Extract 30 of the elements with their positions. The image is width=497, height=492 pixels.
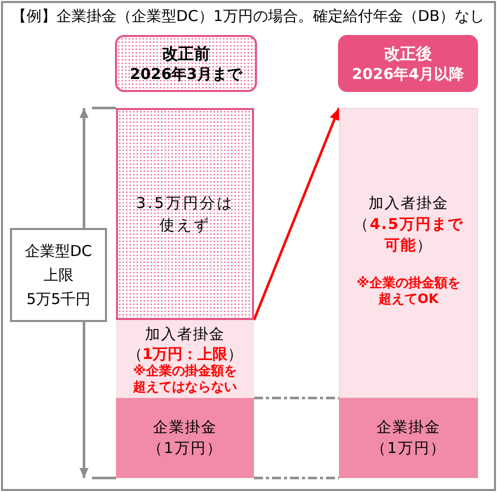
dash-dot-line — [254, 396, 339, 400]
limit-label-box — [10, 228, 107, 322]
title: 【例】企業掛金（企業型DC）1万円の場合。確定給付年金（DB）なし — [11, 6, 485, 26]
header-title: 改正前 — [162, 43, 210, 64]
dash-dot-line — [254, 476, 339, 480]
unused-amount-bar — [116, 108, 254, 320]
arrow — [252, 108, 340, 320]
limit-text: 上限 — [44, 265, 74, 286]
period-header-box — [338, 35, 478, 92]
amount-text: （1万円） — [371, 438, 446, 459]
period-text: 2026年4月以降 — [352, 64, 464, 84]
bar-label: 加入者掛金 — [145, 324, 225, 344]
amount-text: （4.5万円まで可能） — [352, 214, 464, 256]
period-text: 2026年3月まで — [130, 64, 242, 84]
note-text: ※企業の掛金額を超えてはならない — [132, 364, 238, 396]
bar-label: 加入者掛金 — [368, 192, 448, 214]
employer-contribution-bar — [339, 398, 478, 478]
period-header-box — [115, 35, 257, 92]
limit-text: 5万5千円 — [26, 289, 91, 310]
amount-text: （1万円） — [148, 438, 222, 459]
bar-label: 企業掛金 — [153, 417, 217, 438]
employer-contribution-bar — [116, 398, 254, 478]
header-title: 改正後 — [384, 43, 432, 64]
note-text: ※企業の掛金額を超えてOK — [356, 276, 462, 308]
member-contribution-bar — [116, 320, 254, 398]
limit-text: 企業型DC — [24, 241, 92, 262]
bar-label: 3.5万円分は使えず — [135, 193, 235, 236]
amount-text: （1万円：上限） — [127, 344, 243, 364]
member-contribution-bar — [339, 108, 478, 398]
bar-label: 企業掛金 — [376, 417, 440, 438]
